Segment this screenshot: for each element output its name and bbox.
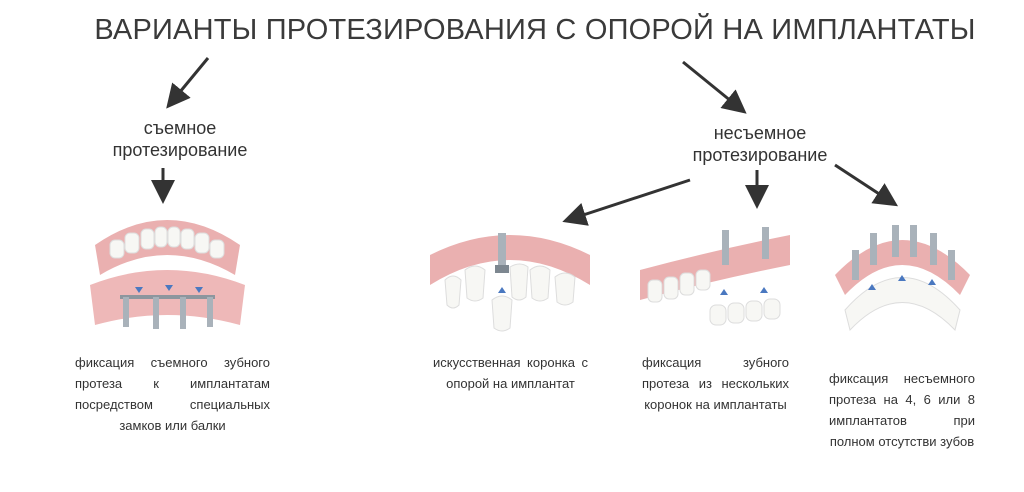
arrow-to-fixed	[682, 60, 747, 114]
full-arch-caption: фиксация несъемного протеза на 4, 6 или …	[829, 371, 975, 449]
page-title: ВАРИАНТЫ ПРОТЕЗИРОВАНИЯ С ОПОРОЙ НА ИМПЛ…	[94, 14, 976, 46]
fixed-label-line1: несъемное	[713, 123, 807, 143]
removable-label-line1: съемное	[143, 118, 217, 138]
bridge-image	[640, 227, 790, 326]
fixed-label: несъемное протезирование	[670, 122, 850, 166]
arrow-fixed-crown	[562, 178, 691, 226]
arrow-fixed-full	[834, 163, 899, 207]
full-arch-image	[835, 225, 970, 332]
removable-denture-image	[90, 220, 245, 329]
fixed-label-line2: протезирование	[692, 145, 828, 165]
removable-label-line2: протезирование	[112, 140, 248, 160]
arrow-to-removable	[166, 57, 210, 109]
removable-caption: фиксация съемного зубного протеза к импл…	[75, 355, 270, 433]
crown-caption: искусственная коронка с опорой на имплан…	[433, 355, 588, 391]
single-crown-image	[430, 233, 590, 332]
bridge-caption: фиксация зубного протеза из нескольких к…	[642, 355, 789, 412]
removable-label: съемное протезирование	[90, 117, 270, 161]
